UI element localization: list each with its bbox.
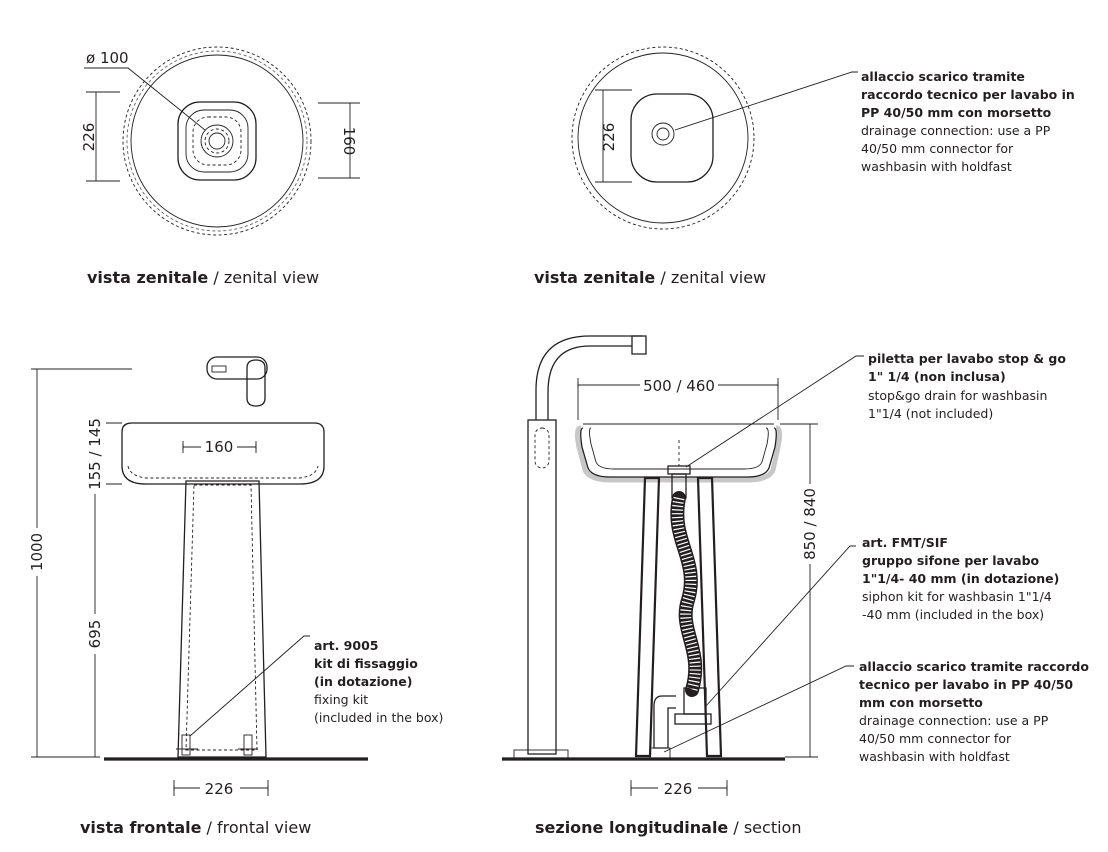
note-drain-it: piletta per lavabo stop & go 1" 1/4 (non… — [868, 351, 1070, 384]
caption-top-left: vista zenitale / zenital view — [87, 268, 319, 287]
caption-bottom-right: sezione longitudinale / section — [535, 818, 801, 837]
note-fixing-kit-it: art. 9005 kit di fissaggio (in dotazione… — [314, 638, 422, 689]
dim-height-850-840: 850 / 840 — [801, 488, 819, 560]
dim-right-160: 160 — [340, 127, 358, 156]
note-fixing-kit-en: fixing kit (included in the box) — [314, 692, 443, 725]
dim-width-160: 160 — [205, 438, 234, 456]
dim-basin-height: 155 / 145 — [86, 418, 104, 490]
dim-left-226: 226 — [80, 123, 98, 152]
note-top-right-en: drainage connection: use a PP 40/50 mm c… — [861, 123, 1054, 174]
siphon-pipe-icon — [649, 491, 712, 759]
dim-total-1000: 1000 — [28, 533, 46, 571]
note-connection-en: drainage connection: use a PP 40/50 mm c… — [859, 713, 1052, 764]
dim-base-226-section: 226 — [664, 780, 693, 798]
bottom-left-frontal-view: 160 1000 155 / 145 695 226 art. 9005 kit… — [26, 356, 443, 837]
floor-tap-icon — [513, 335, 647, 759]
note-siphon-it: art. FMT/SIF gruppo sifone per lavabo 1"… — [862, 535, 1059, 586]
fixing-bolt-icon — [176, 734, 258, 756]
dim-pedestal-695: 695 — [86, 620, 104, 649]
top-right-zenital-view: 226 allaccio scarico tramite raccordo te… — [534, 46, 1079, 287]
bottom-right-section-view: 500 / 460 850 / 840 226 piletta per lava… — [502, 335, 1093, 837]
note-top-right-it: allaccio scarico tramite raccordo tecnic… — [861, 69, 1079, 120]
dim-diameter: ø 100 — [86, 49, 129, 67]
wall-mixer-icon — [206, 356, 268, 407]
caption-top-right: vista zenitale / zenital view — [534, 268, 766, 287]
note-siphon-en: siphon kit for washbasin 1"1/4 -40 mm (i… — [862, 589, 1056, 622]
note-connection-it: allaccio scarico tramite raccordo tecnic… — [859, 659, 1093, 710]
dim-left-226-right-view: 226 — [600, 123, 618, 152]
caption-bottom-left: vista frontale / frontal view — [80, 818, 311, 837]
dim-base-226-front: 226 — [205, 780, 234, 798]
dim-width-500-460: 500 / 460 — [643, 377, 715, 395]
top-left-zenital-view: ø 100 226 160 vista zenitale / zenital v… — [80, 46, 360, 287]
note-drain-en: stop&go drain for washbasin 1"1/4 (not i… — [868, 388, 1051, 421]
